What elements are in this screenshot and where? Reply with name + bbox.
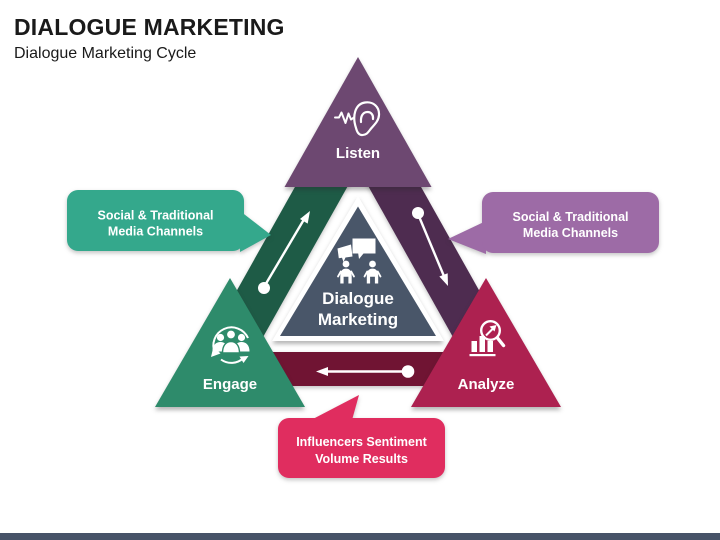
callout-left: Social & Traditional Media Channels — [67, 190, 271, 252]
callout-bottom-line1: Influencers Sentiment — [296, 435, 427, 449]
callout-left-line2: Media Channels — [108, 225, 203, 239]
callout-right: Social & Traditional Media Channels — [448, 192, 659, 254]
callout-right-tail — [448, 221, 486, 254]
listen-triangle — [284, 57, 432, 187]
callout-right-bubble — [482, 192, 659, 253]
dialogue-people-icon — [337, 238, 382, 284]
page-title: DIALOGUE MARKETING — [14, 14, 285, 40]
listen-label: Listen — [336, 145, 380, 162]
arrow-analyze-to-engage-icon — [316, 365, 415, 378]
callout-bottom-bubble — [278, 418, 445, 478]
callout-left-bubble — [67, 190, 244, 251]
analyze-triangle — [411, 278, 561, 407]
ear-listening-icon — [334, 101, 381, 137]
callout-bottom: Influencers Sentiment Volume Results — [278, 395, 445, 478]
center-node: Dialogue Marketing — [272, 196, 444, 341]
center-triangle — [280, 206, 436, 336]
callout-right-line1: Social & Traditional — [513, 210, 629, 224]
cycle-arrows — [258, 207, 448, 378]
node-listen: Listen — [284, 57, 432, 187]
node-analyze: Analyze — [411, 278, 561, 407]
engage-label: Engage — [203, 376, 257, 393]
magnifier-chart-icon — [469, 320, 506, 357]
footer-bar — [0, 533, 720, 540]
arrow-engage-to-listen-icon — [258, 211, 310, 294]
analyze-label: Analyze — [458, 376, 515, 393]
callout-bottom-tail — [311, 395, 359, 420]
node-engage: Engage — [155, 278, 305, 407]
callout-left-line1: Social & Traditional — [98, 209, 214, 223]
center-label-line2: Marketing — [318, 310, 398, 329]
group-cycle-icon — [211, 326, 250, 364]
page-subtitle: Dialogue Marketing Cycle — [14, 45, 197, 62]
callout-left-tail — [240, 211, 271, 252]
callout-bottom-line2: Volume Results — [315, 452, 408, 466]
center-label-line1: Dialogue — [322, 289, 394, 308]
callout-right-line2: Media Channels — [523, 226, 618, 240]
arrow-listen-to-analyze-icon — [412, 207, 448, 286]
